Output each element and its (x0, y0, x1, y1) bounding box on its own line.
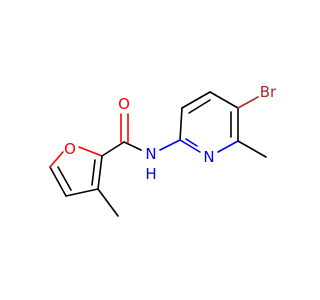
bond-c4-c5-double (57, 166, 72, 191)
bond-carbonyl-n (123, 141, 142, 151)
bond-py-c3-c4-double (188, 99, 211, 114)
bond-c5-o (49, 151, 64, 168)
bond-c4-c5 (49, 166, 67, 197)
bond-py-c4-c5 (209, 91, 239, 109)
atom-n-amide: N (145, 145, 156, 163)
atom-o-ring: O (64, 140, 76, 158)
bond-c2-c3-double (91, 159, 96, 186)
bond-py-n-c2-double (185, 138, 198, 147)
bond-o-c2 (78, 146, 103, 157)
bond-py-c3-c4 (181, 91, 211, 109)
bond-py-c6-n (217, 140, 239, 153)
atom-o-carbonyl: O (118, 95, 130, 113)
bond-c2-carbonyl (101, 141, 125, 157)
structure-svg: O O N H N Br (49, 83, 277, 217)
bond-c3-c4 (65, 188, 99, 197)
atom-n-pyridine: N (203, 148, 214, 166)
bond-n-pyridine (159, 139, 181, 151)
atom-br: Br (260, 83, 277, 101)
bond-c6-methyl (237, 140, 267, 158)
molecule-diagram: O O N H N Br (49, 83, 277, 217)
bond-py-c2-c3 (179, 107, 183, 141)
bond-c3-methyl (97, 188, 119, 217)
bond-c5-br (237, 96, 259, 109)
atom-h-amide: H (145, 165, 156, 183)
bond-py-n-c2 (179, 139, 201, 153)
bond-c2-c3 (97, 155, 103, 190)
